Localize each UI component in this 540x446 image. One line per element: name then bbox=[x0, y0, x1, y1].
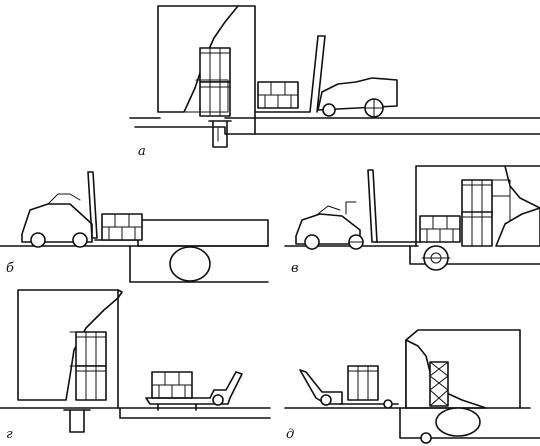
pallet-load bbox=[257, 81, 299, 109]
panel-label-d: д bbox=[286, 427, 294, 442]
wheel bbox=[30, 232, 46, 248]
wagon-wheel bbox=[169, 246, 211, 282]
stored-cargo bbox=[461, 179, 493, 215]
forklift-mast bbox=[367, 169, 378, 243]
wagon-wall bbox=[415, 165, 540, 247]
panel-label-g: г bbox=[6, 427, 13, 442]
panel-a: а bbox=[129, 5, 540, 159]
panel-g: г bbox=[0, 289, 271, 442]
wagon-wheel bbox=[435, 407, 481, 437]
panel-label-v: в bbox=[291, 261, 299, 276]
pallet-load bbox=[419, 215, 461, 243]
pallet-load bbox=[101, 213, 143, 241]
panel-v: в bbox=[284, 165, 540, 276]
wall-cutaway bbox=[495, 207, 540, 247]
pallet-truck bbox=[145, 371, 243, 405]
wheel bbox=[304, 234, 320, 250]
pit-edge bbox=[129, 245, 269, 283]
forklift-mast bbox=[254, 35, 326, 113]
wall-edge bbox=[237, 5, 256, 119]
panel-label-b: б bbox=[6, 261, 14, 276]
rail bbox=[212, 120, 228, 148]
pallet-load bbox=[151, 371, 193, 399]
stacker-handle bbox=[299, 369, 343, 405]
stored-cargo bbox=[75, 331, 107, 367]
wheel bbox=[320, 394, 332, 406]
forklift-mast bbox=[87, 171, 98, 239]
panel-b: б bbox=[0, 171, 269, 283]
wagon-body bbox=[137, 219, 269, 247]
pallet-load bbox=[347, 365, 379, 401]
pit-edge bbox=[399, 407, 540, 439]
rail bbox=[69, 409, 85, 433]
pit-edge bbox=[409, 245, 540, 265]
ground-line bbox=[134, 126, 540, 135]
ground-line bbox=[0, 407, 271, 419]
stored-cargo bbox=[199, 47, 231, 83]
panel-d: д bbox=[284, 329, 540, 444]
wheel bbox=[212, 394, 224, 406]
panel-label-a: а bbox=[138, 144, 146, 159]
